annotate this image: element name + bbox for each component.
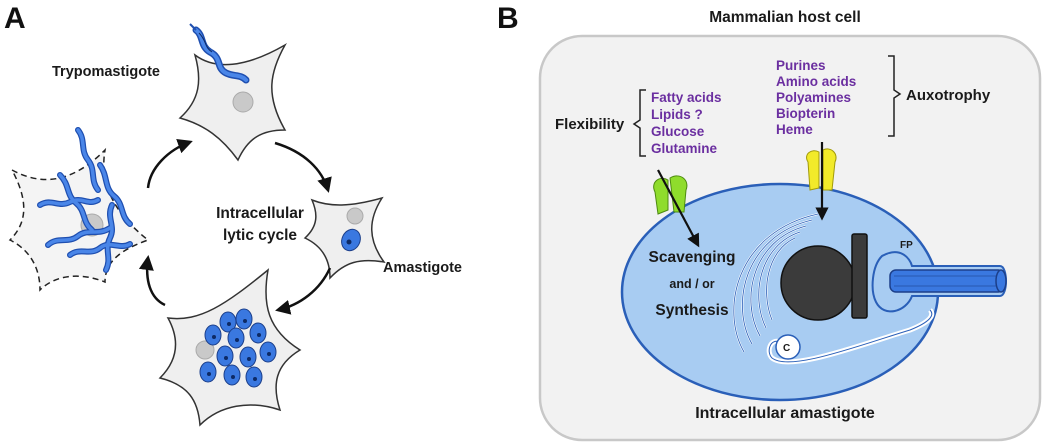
- auxotrophy-label: Auxotrophy: [906, 87, 991, 104]
- flexibility-item: Glucose: [651, 124, 705, 139]
- host-cell-early-amastigote: [303, 196, 386, 280]
- host-cell-title: Mammalian host cell: [709, 9, 861, 26]
- kinetoplast: [851, 233, 868, 319]
- golgi-stacks-outline: [733, 213, 819, 353]
- trypomastigote-parasite: [189, 23, 250, 84]
- fp-label: FP: [900, 240, 913, 251]
- lytic-cycle-arrows: [138, 139, 332, 315]
- auxotrophy-item: Biopterin: [776, 106, 835, 121]
- yellow-transporter: [806, 148, 837, 191]
- c-label: C: [783, 343, 790, 354]
- amastigote-title: Intracellular amastigote: [695, 405, 875, 422]
- lytic-cycle-label-line2: lytic cycle: [223, 227, 297, 244]
- green-transporter: [653, 175, 688, 215]
- arrow-differentiation: [274, 141, 332, 193]
- flexibility-item: Glutamine: [651, 141, 718, 156]
- auxotrophy-item: Heme: [776, 122, 813, 137]
- trypomastigote-label: Trypomastigote: [52, 64, 160, 80]
- panel-b-letter: B: [497, 2, 519, 35]
- arrow-replication: [275, 267, 332, 315]
- released-trypomastigotes: [37, 127, 133, 273]
- auxotrophy-item: Polyamines: [776, 90, 851, 105]
- flexibility-item: Fatty acids: [651, 90, 722, 105]
- amastigote-label: Amastigote: [383, 260, 462, 276]
- auxotrophy-item: Purines: [776, 58, 826, 73]
- cytostome: [775, 334, 801, 360]
- lytic-cycle-label-line1: Intracellular: [216, 205, 304, 222]
- auxotrophy-bracket: [888, 55, 902, 137]
- synthesis-label: Synthesis: [655, 302, 728, 319]
- uptake-arrow-flexible: [657, 169, 700, 248]
- scavenging-label: Scavenging: [649, 249, 736, 266]
- panel-a-letter: A: [4, 2, 26, 35]
- flexibility-bracket: [632, 89, 646, 157]
- arrow-invasion: [146, 139, 193, 189]
- host-cell-infection: [178, 43, 287, 162]
- flagellum: [889, 269, 1005, 293]
- cytostome-outline: [768, 309, 933, 363]
- flexibility-label: Flexibility: [555, 116, 625, 133]
- and-or-label: and / or: [669, 277, 714, 291]
- auxotrophy-item: Amino acids: [776, 74, 856, 89]
- nucleus: [780, 245, 856, 321]
- arrow-release: [138, 255, 166, 307]
- amastigote-cluster: [199, 308, 277, 388]
- flexibility-item: Lipids ?: [651, 107, 703, 122]
- flagellum-tip: [995, 269, 1007, 293]
